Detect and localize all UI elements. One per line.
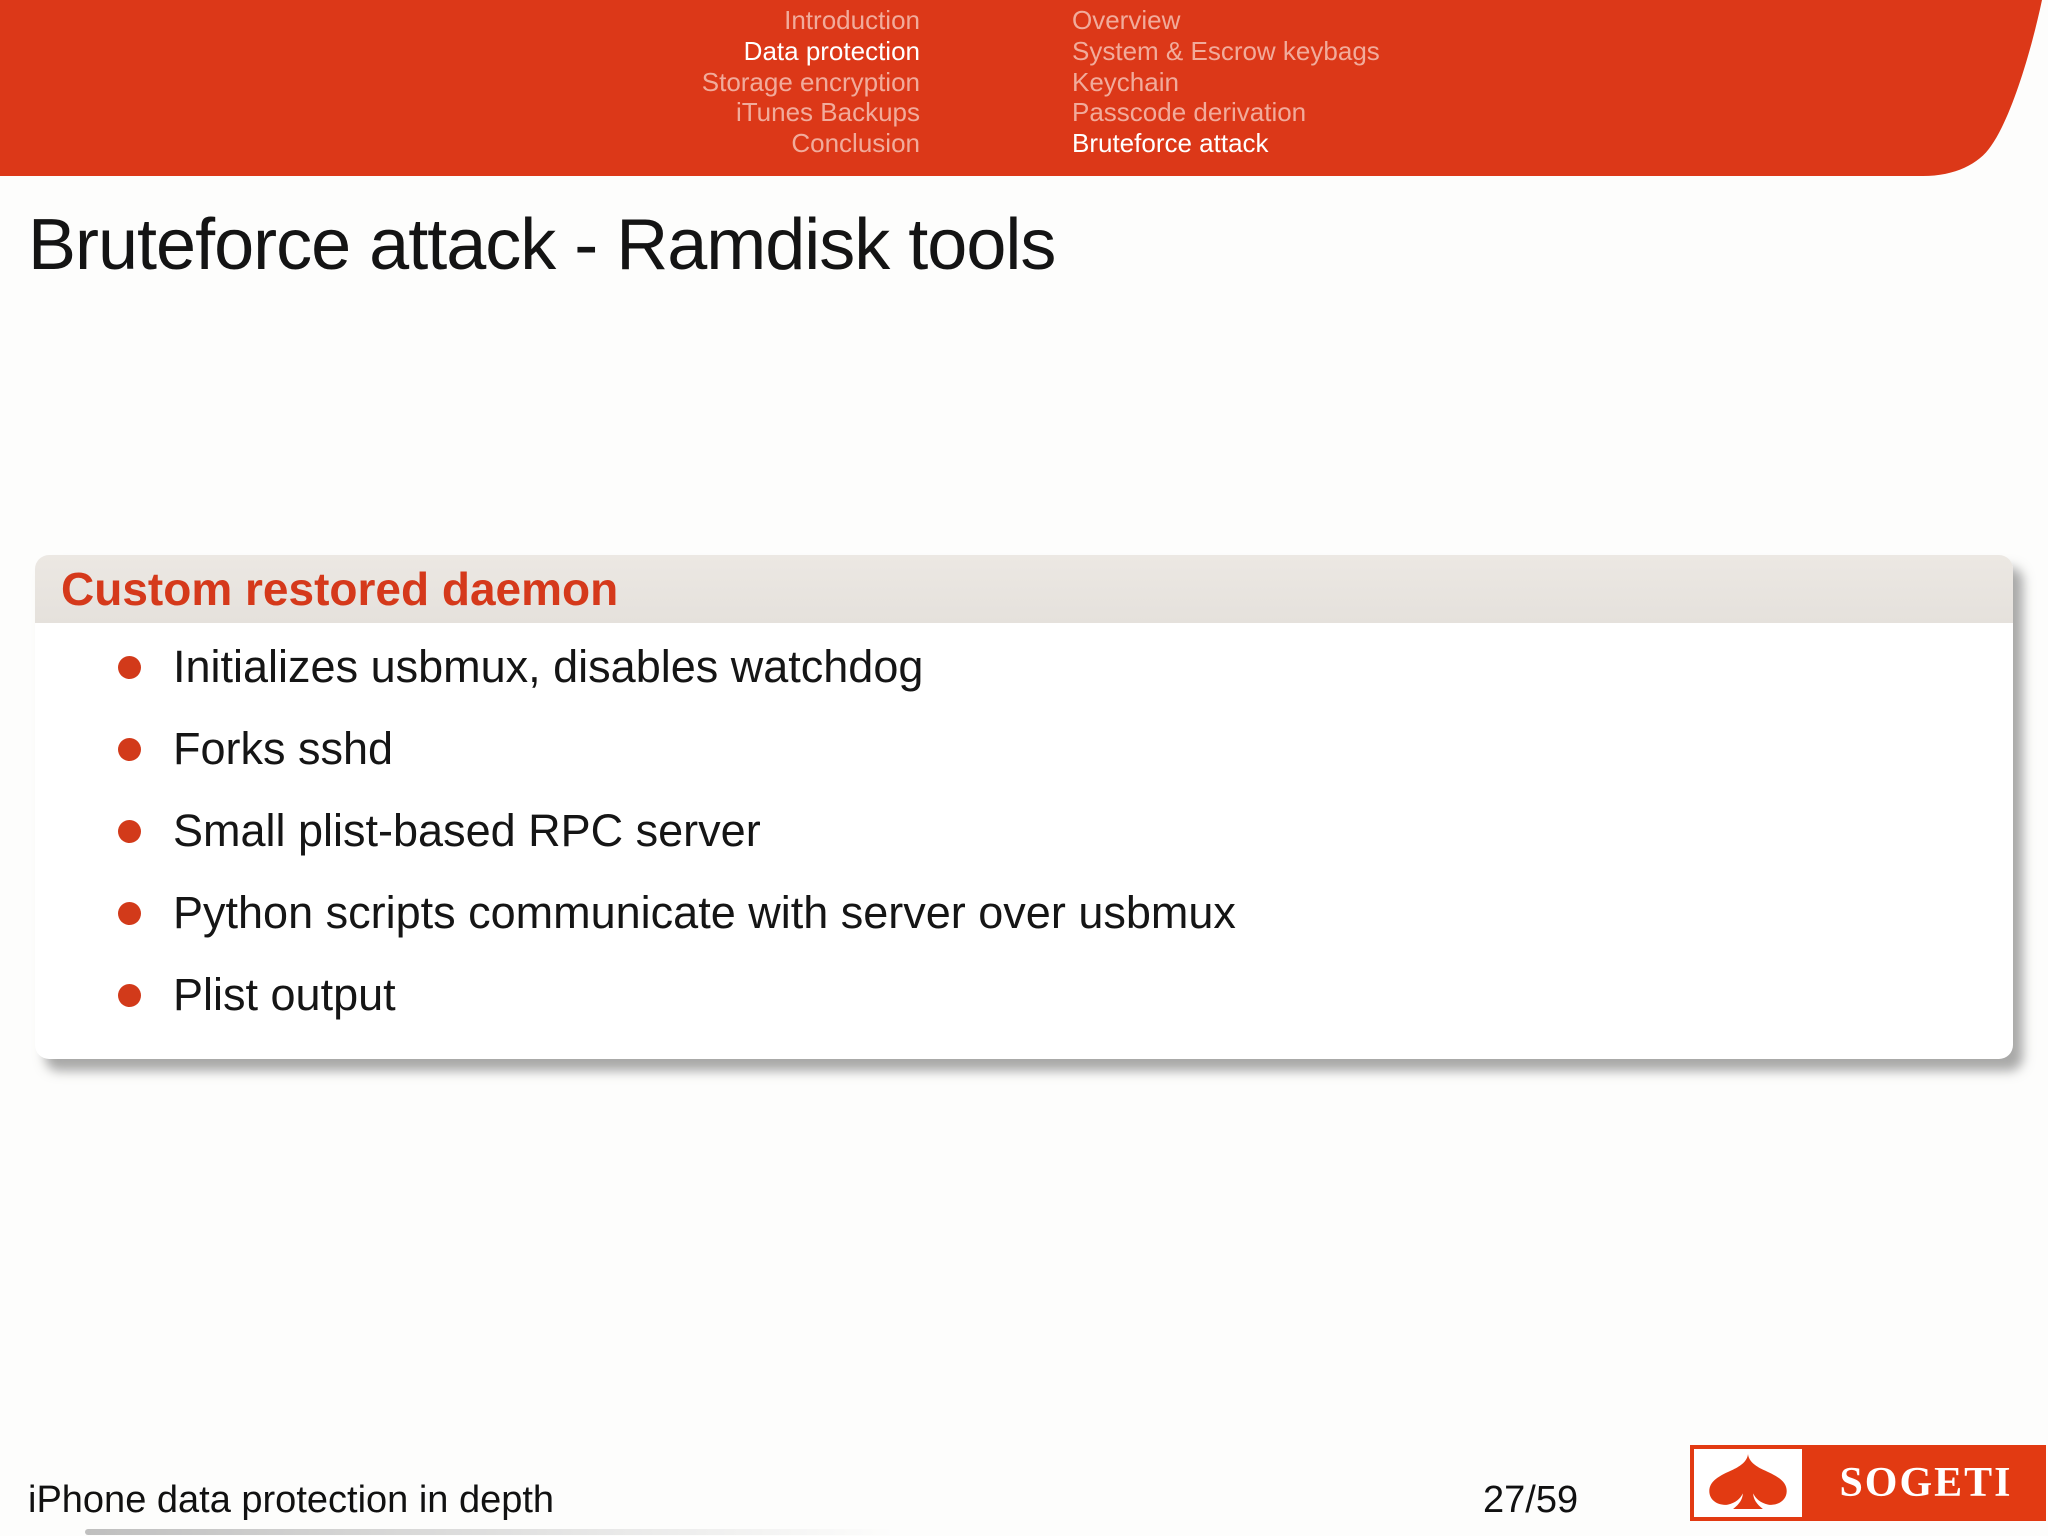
bullet-item: Forks sshd — [118, 723, 1973, 775]
bullet-item: Initializes usbmux, disables watchdog — [118, 641, 1973, 693]
sogeti-logo: SOGETI — [1690, 1445, 2046, 1521]
nav-subsection-item[interactable]: Passcode derivation — [1072, 97, 1307, 128]
slide-title: Bruteforce attack - Ramdisk tools — [28, 205, 1056, 285]
bullet-icon — [118, 820, 141, 843]
nav-subsection-item[interactable]: Bruteforce attack — [1072, 128, 1269, 159]
nav-subsection-item[interactable]: System & Escrow keybags — [1072, 35, 1380, 66]
sogeti-spade-icon — [1690, 1445, 1806, 1521]
content-block: Custom restored daemon Initializes usbmu… — [35, 555, 2013, 1059]
bullet-icon — [118, 902, 141, 925]
header-background-shape — [0, 0, 2042, 176]
bullet-text: Python scripts communicate with server o… — [173, 887, 1236, 938]
page-number: 27/59 — [1483, 1479, 1579, 1521]
bullet-icon — [118, 984, 141, 1007]
footer-presentation-title: iPhone data protection in depth — [28, 1479, 555, 1521]
nav-subsection-item[interactable]: Overview — [1072, 5, 1181, 35]
sogeti-logo-text: SOGETI — [1806, 1445, 2046, 1521]
bullet-text: Plist output — [173, 969, 396, 1020]
bullet-item: Python scripts communicate with server o… — [118, 887, 1973, 939]
bullet-icon — [118, 738, 141, 761]
nav-section-item[interactable]: Introduction — [784, 5, 920, 35]
bullet-item: Plist output — [118, 969, 1973, 1021]
nav-section-item[interactable]: Data protection — [743, 35, 920, 66]
nav-subsection-item[interactable]: Keychain — [1072, 66, 1179, 97]
bullet-text: Small plist-based RPC server — [173, 805, 761, 856]
bottom-edge-artifact — [85, 1529, 895, 1535]
bullet-icon — [118, 656, 141, 679]
nav-subsections: Overview System & Escrow keybags Keychai… — [1072, 5, 1380, 159]
header-banner: Introduction Data protection Storage enc… — [0, 0, 2048, 176]
bullet-list: Initializes usbmux, disables watchdog Fo… — [35, 623, 2013, 1059]
block-title: Custom restored daemon — [35, 555, 2013, 623]
nav-sections: Introduction Data protection Storage enc… — [0, 5, 920, 159]
nav-section-item[interactable]: Storage encryption — [701, 66, 920, 97]
bullet-item: Small plist-based RPC server — [118, 805, 1973, 857]
bullet-text: Initializes usbmux, disables watchdog — [173, 641, 924, 692]
nav-section-item[interactable]: Conclusion — [791, 128, 920, 159]
nav-section-item[interactable]: iTunes Backups — [735, 97, 920, 128]
bullet-text: Forks sshd — [173, 723, 394, 774]
